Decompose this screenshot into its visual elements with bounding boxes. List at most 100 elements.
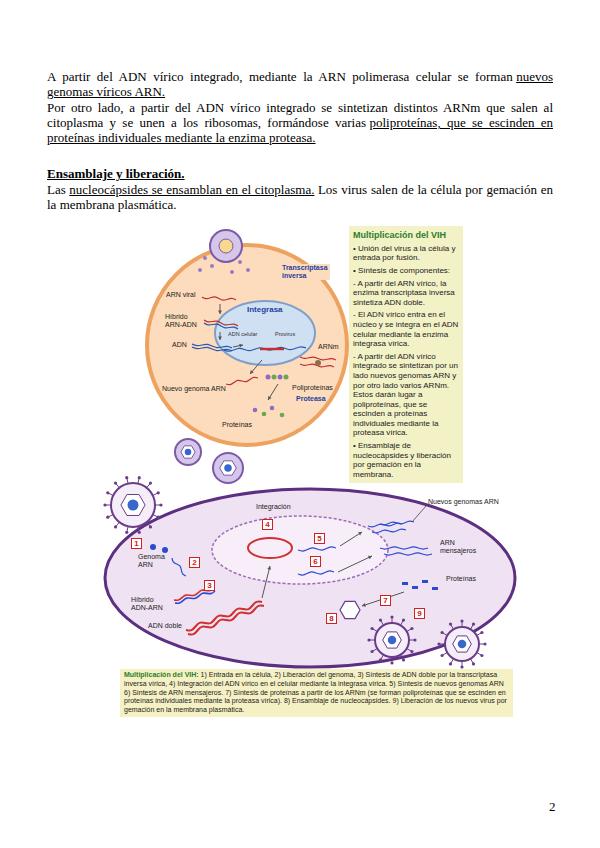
body-text: nucleocápsides se ensamblan en el citopl… (69, 182, 314, 197)
arrow-head (239, 344, 243, 348)
part-label: Nuevo genoma ARN (162, 385, 226, 393)
part-label: Poliproteínas (292, 384, 333, 392)
callout-text: 5 (317, 534, 321, 543)
provirus-segment (260, 348, 284, 350)
mrna (300, 357, 336, 360)
protein (402, 582, 408, 585)
body-text: A partir del ADN vírico integrado, media… (47, 69, 513, 84)
virus-knob (483, 642, 486, 645)
virus-knob (413, 638, 416, 641)
new-genome-rna (372, 529, 406, 533)
virus-knob (106, 516, 109, 519)
virus-knob (138, 476, 141, 479)
paragraph: Por otro lado, a partir del ADN vírico i… (47, 100, 553, 145)
part-label: Genoma ARN (138, 553, 168, 569)
part-label: Transcriptasa inversa (282, 264, 330, 280)
part-label: Proteasa (296, 395, 326, 403)
virus-core (185, 449, 192, 456)
paragraph: A partir del ADN vírico integrado, media… (47, 69, 553, 99)
rna-genome (162, 547, 168, 553)
virus-envelope (111, 483, 155, 527)
virus-knob (103, 503, 106, 506)
arrow-line (362, 592, 404, 606)
callout-number: 4 (262, 519, 273, 530)
virus-knob (449, 622, 452, 625)
virus-knob (402, 658, 405, 661)
new-genome-rna (380, 521, 414, 525)
virus-knob (125, 531, 128, 534)
virus-knob (370, 627, 373, 630)
part-label: ARNm (318, 343, 339, 351)
callout-text: 9 (417, 609, 421, 618)
arrow-line (340, 532, 362, 546)
virus-knob (437, 642, 440, 645)
mrna-strand (384, 553, 432, 555)
virus-core (224, 464, 232, 472)
paragraph: Ensamblaje y liberación. (47, 166, 553, 181)
virus-knob (410, 627, 413, 630)
figure-one (147, 230, 347, 483)
part-label: Proteínas (222, 421, 252, 429)
box-text: - A partir del ADN vírico integrado se s… (353, 352, 459, 438)
virus-core (388, 636, 397, 645)
arrow-head (368, 556, 372, 559)
page-number: 2 (549, 800, 556, 815)
arrow-head (250, 370, 254, 374)
box-text: • Ensamblaje de nucleocápsides y liberac… (353, 441, 459, 479)
virus-knob (138, 531, 141, 534)
arrow-head (362, 603, 366, 607)
part-label: Nuevos genomas ARN (428, 498, 499, 506)
arrow-line (338, 556, 372, 572)
part-label: ADN doble (148, 622, 182, 630)
callout-text: 6 (313, 557, 317, 566)
part-label: Provirus (275, 331, 295, 337)
dna-double (186, 602, 262, 631)
virus-core (219, 239, 233, 253)
arrow-line (262, 566, 270, 598)
arrow-head (218, 310, 222, 314)
callout-text: 1 (134, 539, 138, 548)
protein (432, 587, 438, 590)
polyprotein-bead (278, 375, 283, 380)
arrow-line (250, 360, 262, 374)
virus-knob (449, 662, 452, 665)
virus-knob (367, 638, 370, 641)
virus-knob (390, 615, 393, 618)
integrated-dna (248, 538, 292, 558)
virus-knob (159, 503, 162, 506)
callout-number: 5 (314, 533, 325, 544)
leader-line (412, 506, 426, 522)
virus-knob (379, 618, 382, 621)
callout-number: 1 (131, 538, 142, 549)
part-label: Híbrido ARN-ADN (165, 313, 203, 329)
capsid-fragment (203, 256, 207, 260)
rna-genome (150, 544, 156, 550)
viral-rna (202, 297, 236, 300)
part-label: Proteínas (446, 575, 476, 583)
virus-knob (114, 525, 117, 528)
arrow-head (358, 532, 362, 536)
summary-box: Multiplicación del VIH• Unión del virus … (349, 226, 463, 483)
virus-knob (472, 662, 475, 665)
virus-capsid (453, 636, 472, 652)
polyprotein-bead (266, 375, 271, 380)
virus-capsid (121, 495, 145, 516)
rna-genome-strand (172, 558, 186, 576)
part-label: ADN (172, 341, 187, 349)
virus-knob (106, 491, 109, 494)
callout-number: 9 (414, 608, 425, 619)
cell-membrane (105, 489, 515, 667)
protein (422, 580, 428, 583)
new-genome-rna (226, 377, 258, 384)
virus-capsid (181, 446, 195, 458)
virus-knob (402, 618, 405, 621)
callout-number: 6 (310, 556, 321, 567)
box-text: • Síntesis de componentes: (353, 266, 459, 276)
box-heading: Multiplicación del VIH (353, 230, 459, 241)
polyprotein-bead (284, 375, 289, 380)
cellular-dna (224, 347, 306, 351)
virus-core (458, 640, 467, 649)
callout-number: 7 (380, 595, 391, 606)
protein (253, 408, 258, 413)
part-label: ARN viral (166, 291, 196, 299)
